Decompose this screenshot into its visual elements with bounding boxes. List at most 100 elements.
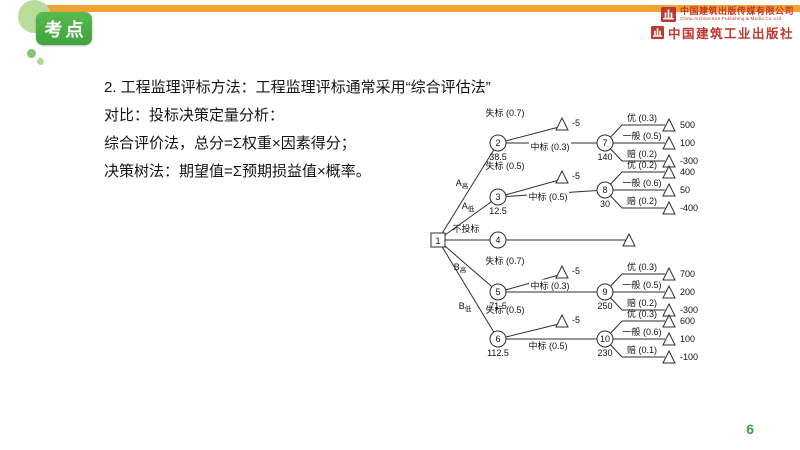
terminal-triangle xyxy=(662,117,676,132)
node-ev: 112.5 xyxy=(487,348,509,358)
win-branch-label: 中标 (0.5) xyxy=(528,191,567,202)
outcome-label: 一般 (0.5) xyxy=(622,130,661,141)
outcome-label: 优 (0.3) xyxy=(627,261,657,272)
chance-node xyxy=(489,283,507,301)
outcome-value: -100 xyxy=(680,352,698,362)
outcome-label: 一般 (0.6) xyxy=(622,177,661,188)
no-bid-label: 不投标 xyxy=(452,223,479,234)
terminal-triangle xyxy=(555,116,569,131)
branch-label: B低 xyxy=(459,301,472,313)
terminal-triangle xyxy=(555,313,569,328)
press-logo-icon xyxy=(650,26,664,39)
terminal-triangle xyxy=(662,182,676,197)
terminal-triangle xyxy=(662,349,676,364)
badge-deco-dot xyxy=(27,49,36,58)
win-branch-label: 中标 (0.3) xyxy=(530,141,569,152)
text-line-score: 综合评价法，总分=Σ权重×因素得分； xyxy=(104,135,356,152)
text-line-method: 2. 工程监理评标方法：工程监理评标通常采用“综合评估法” xyxy=(104,79,491,96)
label-backplate xyxy=(526,190,570,203)
fail-terminal-value: -5 xyxy=(572,266,580,276)
terminal-triangle xyxy=(622,232,636,247)
outcome-value: 50 xyxy=(680,185,690,195)
label-backplate xyxy=(528,279,572,292)
node-ev: 140 xyxy=(597,152,612,162)
publisher-media-cn: 中国建筑出版传媒有限公司 xyxy=(679,6,794,17)
chance-node xyxy=(596,181,614,199)
node-number: 10 xyxy=(600,334,610,344)
node-ev: 30 xyxy=(600,199,610,209)
publisher-media-en: China Architecture Publishing & Media Co… xyxy=(679,15,782,21)
node-number: 6 xyxy=(495,334,500,344)
chance-node xyxy=(596,134,614,152)
fail-branch-label: 失标 (0.5) xyxy=(485,304,524,315)
label-backplate xyxy=(528,140,572,153)
outcome-value: -300 xyxy=(680,156,698,166)
node-number: 3 xyxy=(495,192,500,202)
label-backplate xyxy=(526,339,570,352)
fail-branch-label: 失标 (0.7) xyxy=(485,107,524,118)
tree-branch-line xyxy=(437,142,499,241)
publisher-logo-icon xyxy=(660,7,676,22)
outcome-value: -400 xyxy=(680,203,698,213)
node-number: 5 xyxy=(495,287,500,297)
terminal-triangle xyxy=(662,266,676,281)
fail-branch-label: 失标 (0.5) xyxy=(485,160,524,171)
publisher-press-cn: 中国建筑工业出版社 xyxy=(667,27,794,41)
terminal-triangle xyxy=(662,313,676,328)
node-number: 4 xyxy=(495,235,500,245)
outcome-value: 600 xyxy=(680,316,695,326)
outcome-value: 400 xyxy=(680,167,695,177)
page-number: 6 xyxy=(746,421,754,437)
node-number: 9 xyxy=(602,287,607,297)
chance-node xyxy=(489,188,507,206)
terminal-triangle xyxy=(662,331,676,346)
tree-branch-line xyxy=(437,239,499,340)
node-number: 2 xyxy=(495,138,500,148)
publisher-media-text: 中国建筑出版传媒有限公司 China Architecture Publishi… xyxy=(679,6,794,22)
node-ev: 71.5 xyxy=(489,301,507,311)
chance-node xyxy=(596,283,614,301)
terminal-triangle xyxy=(555,264,569,279)
outcome-value: -300 xyxy=(680,305,698,315)
win-branch-label: 中标 (0.3) xyxy=(530,280,569,291)
branch-label: B高 xyxy=(454,262,467,274)
chance-node xyxy=(489,231,507,249)
node-number: 1 xyxy=(435,236,440,246)
tree-branch-line xyxy=(497,179,560,198)
publisher-row-press: 中国建筑工业出版社 xyxy=(650,23,794,42)
outcome-value: 200 xyxy=(680,287,695,297)
lecture-notes: 2. 工程监理评标方法：工程监理评标通常采用“综合评估法” 对比：投标决策定量分… xyxy=(104,74,491,186)
outcome-label: 赔 (0.2) xyxy=(627,148,657,159)
branch-label: A高 xyxy=(456,178,469,190)
terminal-triangle xyxy=(662,164,676,179)
fail-terminal-value: -5 xyxy=(572,315,580,325)
chance-node xyxy=(489,134,507,152)
publisher-logos: 中国建筑出版传媒有限公司 China Architecture Publishi… xyxy=(650,6,794,42)
outcome-label: 赔 (0.1) xyxy=(627,344,657,355)
top-accent-bar xyxy=(28,5,800,12)
tree-branch-line xyxy=(497,126,560,144)
text-line-compare: 对比：投标决策定量分析： xyxy=(104,107,285,124)
node-ev: 12.5 xyxy=(489,206,507,216)
node-ev: 250 xyxy=(597,301,612,311)
chance-node xyxy=(489,330,507,348)
decision-node xyxy=(430,232,446,248)
outcome-value: 700 xyxy=(680,269,695,279)
terminal-triangle xyxy=(662,200,676,215)
node-ev: 38.5 xyxy=(489,152,507,162)
fail-terminal-value: -5 xyxy=(572,171,580,181)
branch-label: A低 xyxy=(462,201,475,213)
outcome-label: 优 (0.3) xyxy=(627,308,657,319)
tree-branch-line xyxy=(437,239,499,293)
keypoint-badge: 考点 xyxy=(36,12,92,45)
fail-branch-label: 失标 (0.7) xyxy=(485,255,524,266)
tree-branch-line xyxy=(497,323,560,340)
terminal-triangle xyxy=(662,284,676,299)
text-line-ev: 决策树法：期望值=Σ预期损益值×概率。 xyxy=(104,163,371,180)
outcome-value: 500 xyxy=(680,120,695,130)
publisher-row-media: 中国建筑出版传媒有限公司 China Architecture Publishi… xyxy=(660,6,794,22)
badge-deco-dot xyxy=(37,58,44,65)
outcome-label: 一般 (0.5) xyxy=(622,279,661,290)
